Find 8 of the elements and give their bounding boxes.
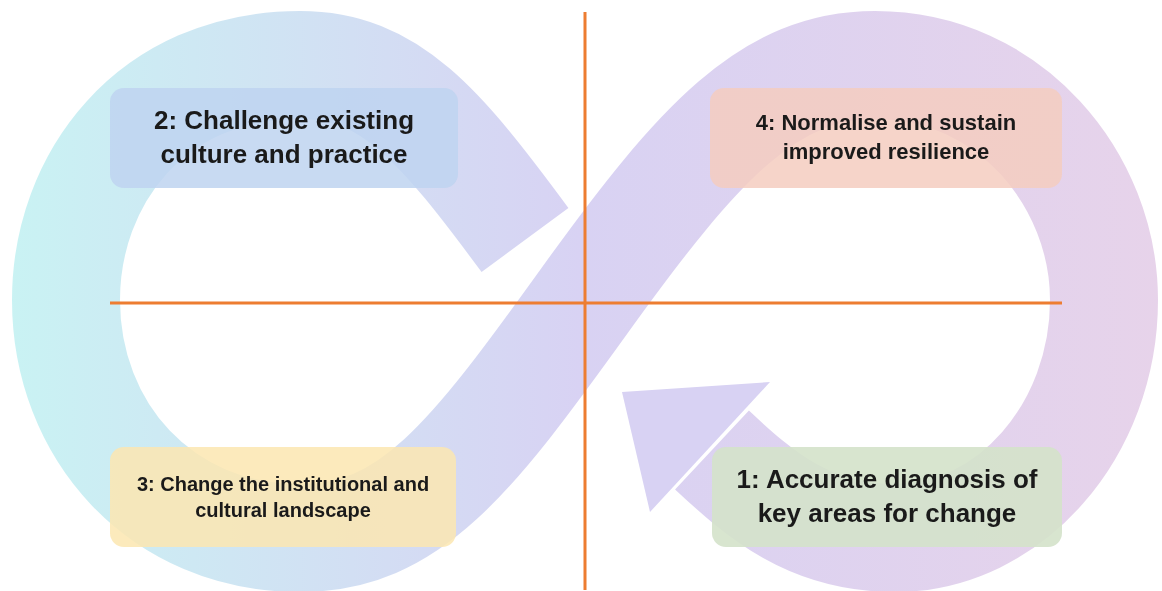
stage-label: 2: Challenge existing culture and practice bbox=[152, 104, 416, 171]
stage-box bbox=[710, 88, 1062, 188]
stage-label: 4: Normalise and sustain improved resilience bbox=[754, 109, 1018, 166]
stage-box bbox=[110, 447, 456, 547]
stage-box bbox=[110, 88, 458, 188]
stage-label: 1: Accurate diagnosis of key areas for change bbox=[735, 463, 1039, 530]
stage-box bbox=[712, 447, 1062, 547]
stage-label: 3: Change the institutional and cultural landscape bbox=[135, 472, 431, 523]
